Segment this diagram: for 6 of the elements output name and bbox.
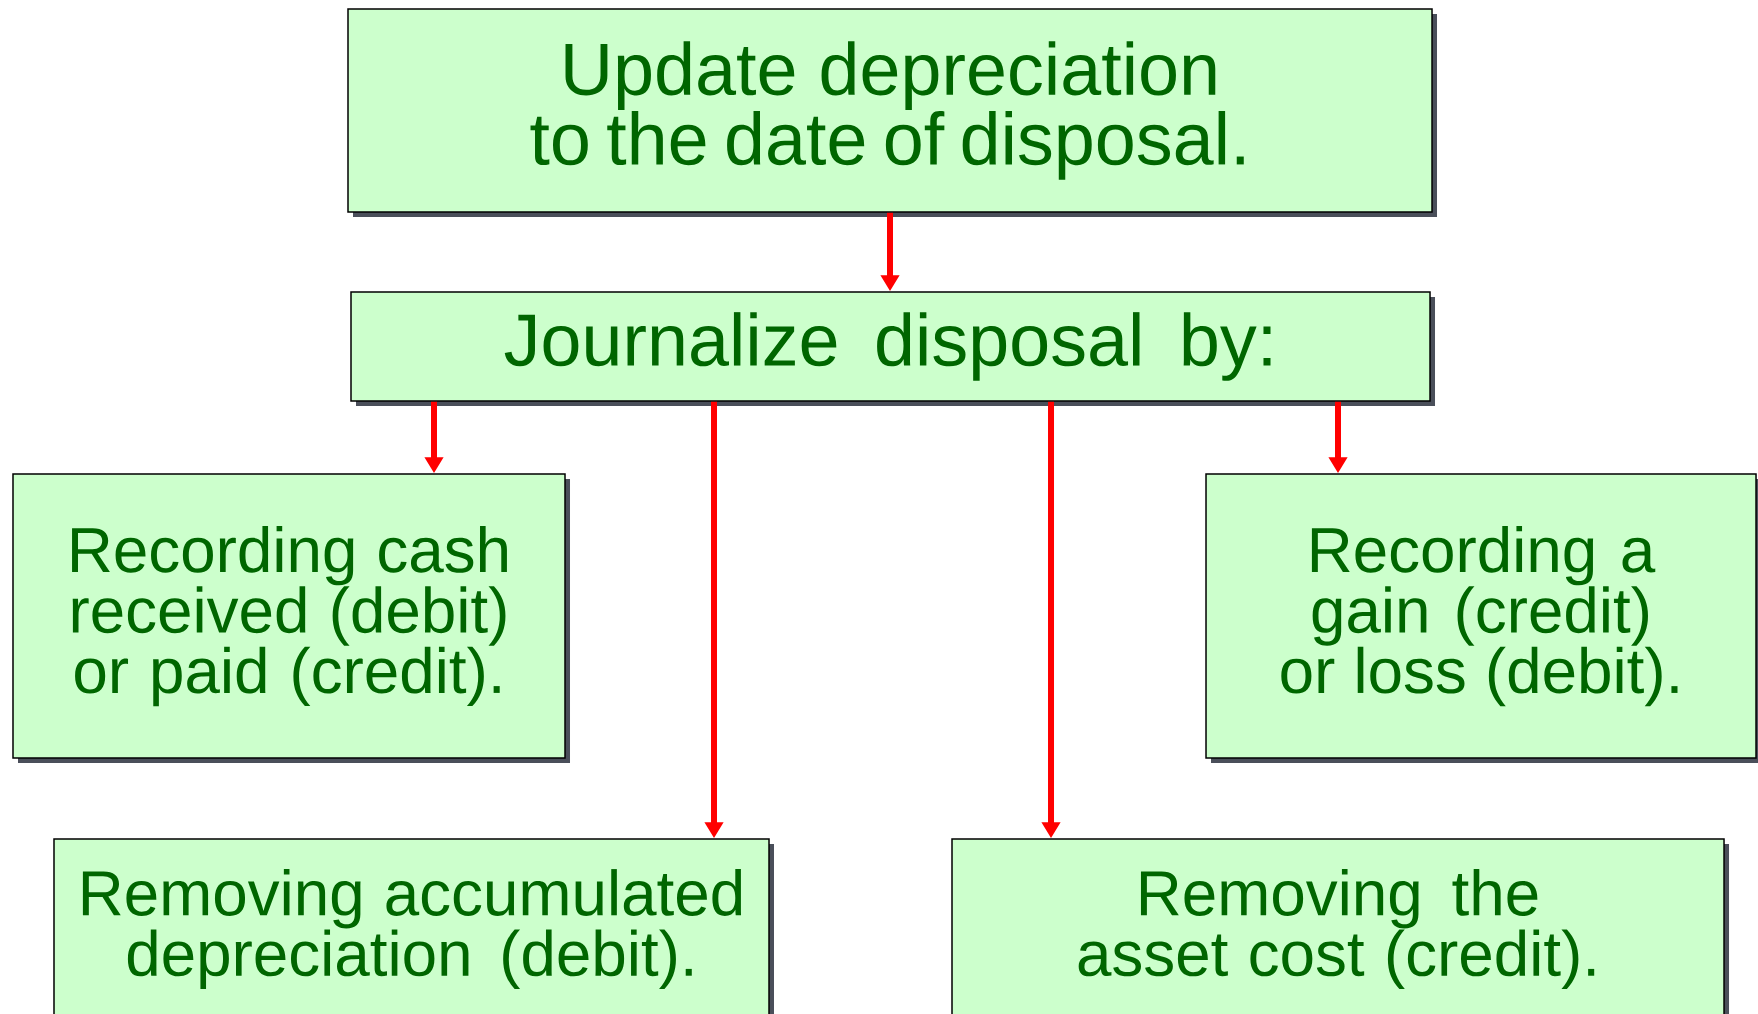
- process-box: Removing the asset cost (credit).: [951, 838, 1729, 1014]
- process-box: Journalize disposal by:: [350, 291, 1435, 406]
- process-box: Update depreciation to the date of disposal.: [347, 8, 1437, 217]
- process-box: Recording a gain (credit) or loss (debit).: [1205, 473, 1758, 763]
- process-box: Removing accumulated depreciation (debit).: [53, 838, 774, 1014]
- process-box: Recording cash received (debit) or paid (credit).: [12, 473, 570, 763]
